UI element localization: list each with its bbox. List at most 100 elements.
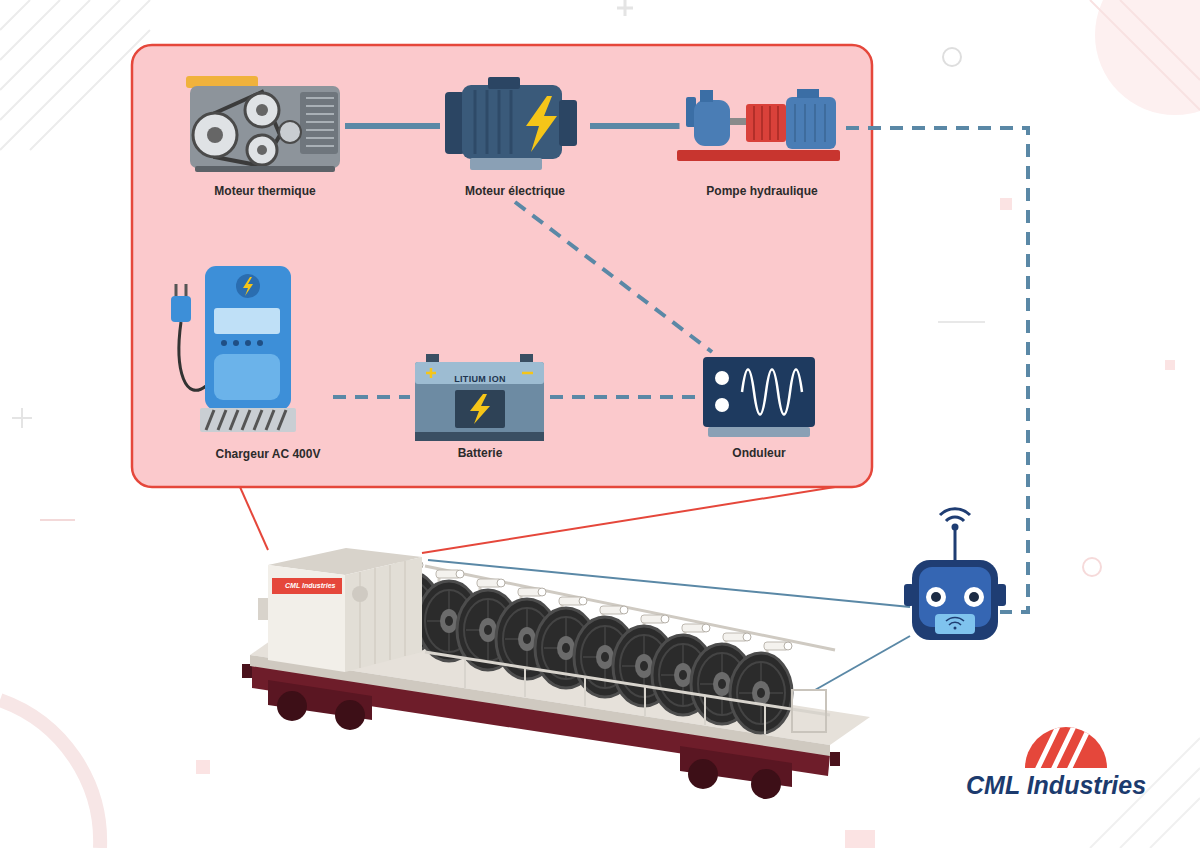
hydraulic-pump-icon-part — [754, 106, 778, 140]
inverter-icon-part — [715, 371, 729, 385]
device-marking: LITIUM ION — [454, 374, 506, 385]
inverter-node: Onduleur — [700, 352, 818, 464]
background-decoration-part — [196, 760, 210, 774]
charger-icon-part — [221, 340, 227, 346]
motor-node: Moteur électrique — [440, 72, 590, 202]
remote-control-part — [946, 517, 964, 521]
hydraulic-pump-icon-part — [677, 150, 840, 161]
combustion-engine-icon-part — [300, 92, 338, 154]
charger-icon-part — [171, 296, 191, 322]
engine-node: Moteur thermique — [185, 72, 345, 202]
electric-motor-icon-part — [488, 77, 520, 89]
hydraulic-pump-icon-part — [730, 118, 748, 125]
battery-icon-part — [415, 432, 544, 441]
charger-icon-part — [233, 340, 239, 346]
charger-icon — [171, 266, 296, 432]
hydraulic-pump-icon-part — [694, 100, 730, 146]
power-link — [550, 395, 700, 399]
logo-mark-part — [1036, 718, 1094, 772]
combustion-engine-icon-part — [207, 127, 223, 143]
callout-lines — [240, 487, 835, 553]
inverter-icon-part — [703, 357, 815, 427]
background-decoration-part — [845, 830, 875, 848]
battery-icon-part — [522, 372, 533, 375]
cable-wagon-part — [345, 557, 422, 672]
cable-wagon-part — [335, 700, 365, 730]
combustion-engine-icon-part — [190, 86, 340, 168]
component-label: Chargeur AC 400V — [216, 447, 321, 462]
charger-icon-part — [176, 284, 186, 298]
charger-node: Chargeur AC 400V — [203, 255, 333, 465]
remote-control-part — [919, 567, 991, 627]
background-decoration-part — [40, 519, 75, 521]
charger-icon-part — [214, 354, 280, 400]
background-decoration-part — [0, 700, 100, 848]
remote-control-part — [935, 614, 975, 634]
charger-icon-part — [243, 277, 253, 296]
component-label: Moteur thermique — [214, 184, 315, 199]
container-brand: CML Industries — [285, 581, 335, 590]
cable-wagon-part — [242, 664, 252, 678]
component-label: Batterie — [458, 446, 503, 461]
remote-to-wagon-link-part — [815, 636, 910, 690]
cable-wagon-part — [360, 561, 405, 668]
charger-icon-part — [214, 308, 280, 334]
remote-control-part — [954, 528, 957, 560]
combustion-engine-icon-part — [306, 98, 334, 146]
background-decoration-part — [1165, 360, 1175, 370]
combustion-engine-icon-part — [245, 93, 279, 127]
electric-motor-icon-part — [462, 85, 562, 159]
electric-motor-icon-part — [475, 90, 511, 154]
inverter-icon — [703, 357, 815, 437]
hydraulic-pump-icon-part — [795, 104, 825, 142]
cable-wagon-part — [272, 578, 342, 594]
power-link — [515, 202, 712, 352]
cable-wagon-part — [830, 752, 840, 766]
company-logo-text: CML Industries — [966, 770, 1146, 800]
background-decoration-part — [938, 321, 985, 323]
shaft-link — [345, 123, 440, 129]
logo-mark — [1025, 718, 1107, 772]
cable-wagon-part — [352, 586, 368, 602]
hydraulic-pump-icon-part — [786, 97, 836, 149]
charger-icon-part — [200, 408, 296, 432]
background-decoration-part — [1000, 198, 1012, 210]
combustion-engine-icon-part — [247, 135, 277, 165]
remote-control-part — [952, 524, 959, 531]
charger-icon-part — [206, 410, 286, 430]
component-label: Onduleur — [732, 446, 785, 461]
hydraulic-pump-icon — [677, 89, 840, 161]
electric-motor-icon — [445, 77, 577, 170]
remote-control — [904, 509, 1006, 640]
electric-motor-icon-part — [559, 100, 577, 146]
cable-wagon-part — [730, 653, 792, 733]
charger-icon-part — [236, 274, 260, 298]
battery-icon — [415, 354, 544, 441]
background-decoration-part — [12, 408, 32, 428]
battery-icon-part — [415, 362, 544, 440]
cable-wagon-part — [277, 691, 307, 721]
pump-node: Pompe hydraulique — [680, 72, 845, 202]
remote-control-part — [940, 509, 970, 515]
background-decoration-part — [1090, 738, 1200, 848]
background-decoration-part — [617, 0, 633, 16]
electric-motor-icon-part — [526, 96, 557, 152]
battery-icon-part — [415, 362, 544, 384]
charger-icon-part — [179, 322, 206, 390]
hydraulic-pump-icon-part — [746, 104, 786, 142]
remote-control-part — [912, 560, 998, 640]
combustion-engine-icon-part — [279, 121, 301, 143]
inverter-icon-part — [715, 398, 729, 412]
cable-wagon-part — [268, 565, 345, 672]
remote-control-part — [931, 592, 941, 602]
callout-lines-part — [240, 487, 268, 550]
battery-icon-part — [455, 390, 505, 428]
remote-control-part — [946, 617, 964, 625]
battery-icon-part — [470, 394, 490, 424]
battery-icon-part — [520, 354, 533, 363]
charger-icon-part — [205, 266, 291, 410]
